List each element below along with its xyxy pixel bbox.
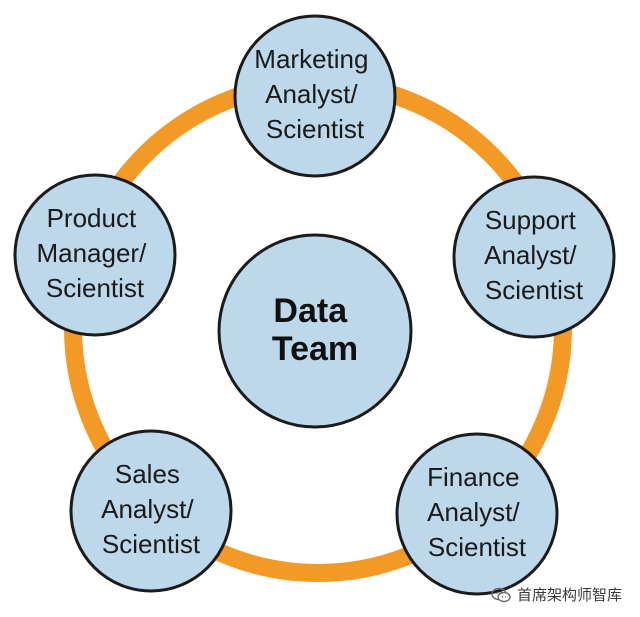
- node-label-line: Finance: [427, 462, 520, 492]
- node-product: Product Manager/ Scientist: [13, 173, 177, 337]
- node-product-label: Product Manager/ Scientist: [36, 203, 153, 303]
- node-label-line: Analyst/: [101, 494, 194, 524]
- node-label-line: Product: [47, 203, 137, 233]
- center-node-circle: [217, 233, 413, 429]
- node-finance: Finance Analyst/ Scientist: [395, 432, 559, 596]
- node-support: Support Analyst/ Scientist: [452, 175, 616, 339]
- watermark: 首席架构师智库: [491, 584, 622, 605]
- node-label-line: Marketing: [254, 44, 368, 74]
- node-sales: Sales Analyst/ Scientist: [69, 429, 233, 593]
- node-label-line: Analyst/: [484, 240, 577, 270]
- node-label-line: Support: [485, 205, 577, 235]
- node-finance-label: Finance Analyst/ Scientist: [427, 462, 527, 562]
- center-label-line: Team: [272, 330, 358, 368]
- node-label-line: Analyst/: [265, 79, 358, 109]
- node-label-line: Scientist: [102, 529, 201, 559]
- center-label-line: Data: [273, 292, 348, 330]
- node-support-circle: [452, 175, 616, 339]
- node-label-line: Sales: [115, 459, 180, 489]
- wechat-icon: [491, 587, 511, 603]
- node-label-line: Scientist: [428, 532, 527, 562]
- node-label-line: Scientist: [46, 273, 145, 303]
- node-finance-circle: [395, 432, 559, 596]
- center-node-label: Data Team: [272, 292, 358, 368]
- node-product-circle: [13, 173, 177, 337]
- node-label-line: Scientist: [485, 275, 584, 305]
- node-label-line: Scientist: [266, 114, 365, 144]
- node-support-label: Support Analyst/ Scientist: [484, 205, 584, 305]
- node-marketing-circle: [233, 14, 397, 178]
- node-label-line: Manager/: [36, 238, 147, 268]
- node-label-line: Analyst/: [427, 497, 520, 527]
- node-marketing: Marketing Analyst/ Scientist: [233, 14, 397, 178]
- center-node: Data Team: [217, 233, 413, 429]
- node-sales-circle: [69, 429, 233, 593]
- node-sales-label: Sales Analyst/ Scientist: [101, 459, 201, 559]
- node-marketing-label: Marketing Analyst/ Scientist: [254, 44, 375, 144]
- watermark-text: 首席架构师智库: [516, 586, 622, 604]
